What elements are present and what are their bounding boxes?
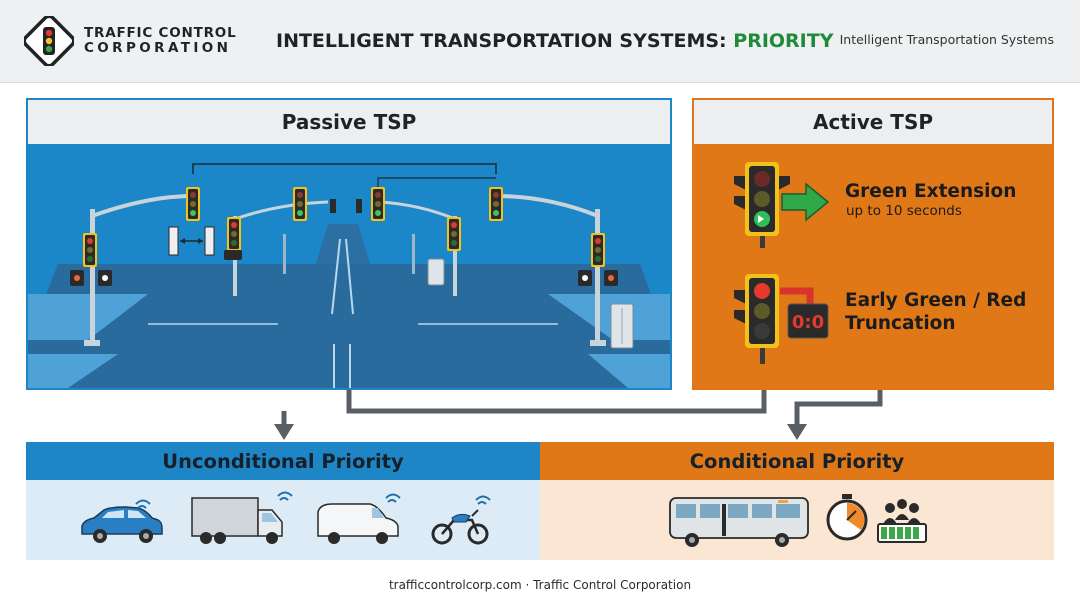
conditional-vehicles-tray (540, 480, 1054, 560)
footer: trafficcontrolcorp.com · Traffic Control… (388, 578, 692, 592)
truck-icon (191, 491, 293, 544)
active-tsp-panel: Active TSP 0:0 Gr (692, 98, 1054, 390)
stopwatch-icon (826, 494, 868, 541)
early-green-line-1: Early Green / Red (845, 290, 1027, 311)
passengers-icon (877, 499, 927, 543)
countdown-timer-icon (787, 303, 829, 339)
unconditional-priority-header: Unconditional Priority (26, 442, 540, 480)
green-extension-signal-icon (734, 162, 790, 248)
logo-line-2: CORPORATION (84, 40, 232, 56)
company-logo-text: TRAFFIC CONTROL CORPORATION (84, 26, 237, 56)
header: TRAFFIC CONTROL CORPORATION INTELLIGENT … (0, 0, 1080, 83)
green-extension-subtitle: up to 10 seconds (846, 203, 962, 219)
early-green-line-2: Truncation (845, 313, 956, 334)
bus-icon (669, 497, 809, 547)
unconditional-vehicles (81, 491, 491, 545)
early-green-red-truncation-title: Early Green / Red Truncation (845, 289, 1026, 335)
active-tsp-illustration: 0:0 (734, 162, 830, 364)
unconditional-vehicles-tray (26, 480, 540, 560)
logo-line-1: TRAFFIC CONTROL (84, 25, 237, 41)
passive-tsp-title: Passive TSP (28, 100, 670, 144)
conditional-vehicles (669, 494, 927, 547)
page-title-accent: PRIORITY (733, 30, 834, 52)
page-title-main: INTELLIGENT TRANSPORTATION SYSTEMS: (276, 30, 734, 52)
conditional-priority-header: Conditional Priority (540, 442, 1054, 480)
intersection-illustration (28, 144, 670, 388)
passive-tsp-panel: Passive TSP (26, 98, 672, 390)
active-tsp-title: Active TSP (694, 100, 1052, 144)
green-extension-arrow-icon (781, 182, 830, 222)
van-icon (317, 493, 401, 544)
green-extension-title: Green Extension (845, 181, 1017, 202)
header-right-label: Intelligent Transportation Systems (839, 32, 1054, 47)
traffic-light-icon (24, 16, 74, 66)
car-icon (81, 499, 163, 543)
countdown-value: 0:0 (792, 312, 824, 333)
page-title: INTELLIGENT TRANSPORTATION SYSTEMS: PRIO… (276, 30, 833, 52)
red-truncation-signal-icon (734, 274, 779, 364)
motorcycle-icon (431, 495, 491, 545)
